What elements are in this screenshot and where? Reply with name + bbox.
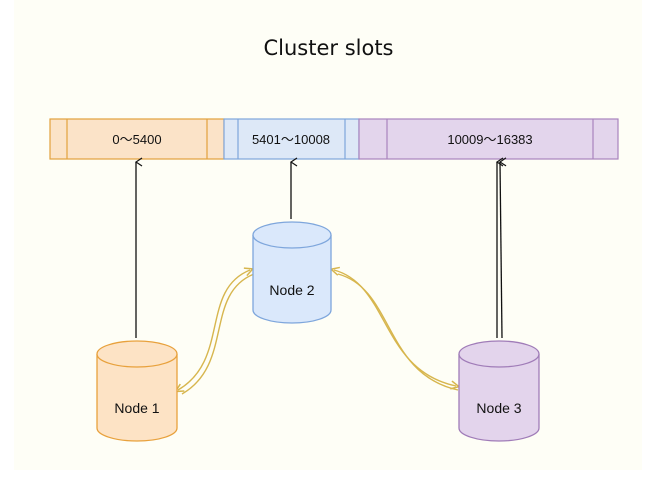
- slot-label-1: 5401～10008: [252, 132, 330, 147]
- node-1-label: Node 1: [114, 400, 159, 416]
- connector-node1-node2-a: [173, 267, 255, 393]
- slot-label-2: 10009～16383: [447, 132, 532, 147]
- connector-node2-node3-b: [337, 273, 459, 391]
- diagram-title: Cluster slots: [263, 36, 394, 60]
- connector-node1-node2-b: [181, 273, 255, 395]
- node-3-label: Node 3: [476, 400, 521, 416]
- node-3-cylinder: Node 3: [458, 340, 540, 442]
- node-2-label: Node 2: [269, 282, 314, 298]
- node-connectors: [173, 266, 461, 395]
- slot-bar: 0～5400 5401～10008 10009～16383: [49, 118, 619, 160]
- node-2-cylinder: Node 2: [252, 221, 332, 324]
- arrow-node3-to-slot2-b: [500, 162, 502, 339]
- slot-segment-0: 0～5400: [49, 118, 225, 160]
- slot-segment-2: 10009～16383: [358, 118, 619, 160]
- slot-label-0: 0～5400: [112, 132, 161, 147]
- slot-segment-1: 5401～10008: [223, 118, 360, 160]
- node-1-cylinder: Node 1: [96, 340, 178, 442]
- node-to-slot-arrows: [136, 162, 502, 339]
- connector-node2-node3-a: [329, 266, 461, 390]
